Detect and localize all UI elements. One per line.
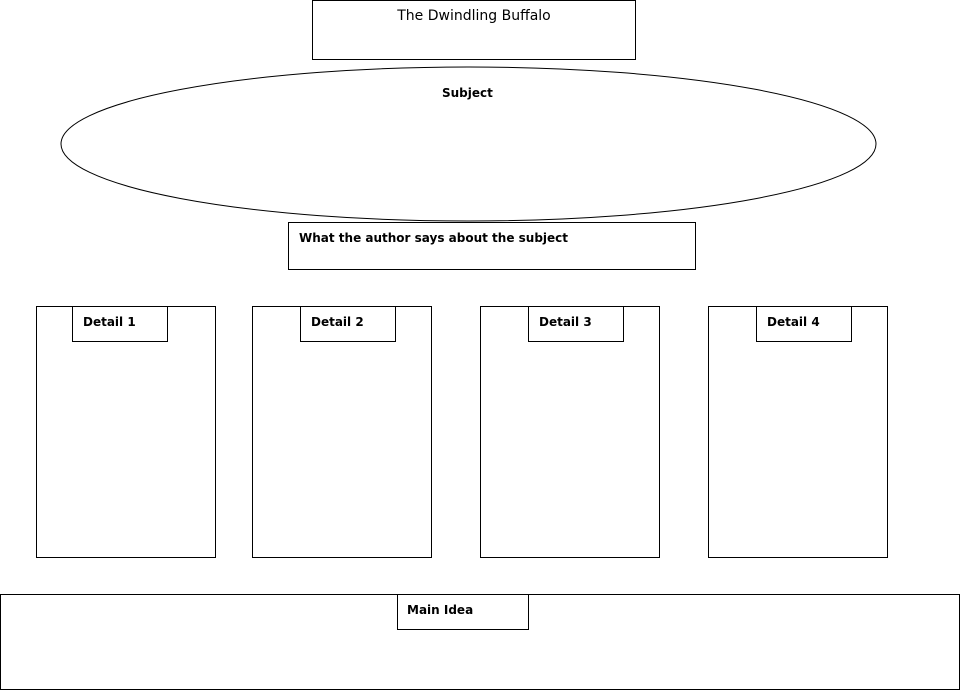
detail-box-2: Detail 2 xyxy=(252,306,432,558)
detail-tab-1: Detail 1 xyxy=(72,306,168,342)
title-box: The Dwindling Buffalo xyxy=(312,0,636,60)
detail-box-1: Detail 1 xyxy=(36,306,216,558)
detail-label-3: Detail 3 xyxy=(539,315,592,329)
detail-tab-3: Detail 3 xyxy=(528,306,624,342)
detail-tab-2: Detail 2 xyxy=(300,306,396,342)
diagram-title: The Dwindling Buffalo xyxy=(397,8,551,24)
main-idea-label: Main Idea xyxy=(407,603,474,617)
author-says-label: What the author says about the subject xyxy=(299,231,569,245)
main-idea-tab: Main Idea xyxy=(397,594,529,630)
detail-tab-4: Detail 4 xyxy=(756,306,852,342)
main-idea-box: Main Idea xyxy=(0,594,960,690)
detail-label-2: Detail 2 xyxy=(311,315,364,329)
subject-label: Subject xyxy=(442,86,493,100)
author-says-box: What the author says about the subject xyxy=(288,222,696,270)
subject-ellipse-shape xyxy=(60,66,877,222)
detail-label-4: Detail 4 xyxy=(767,315,820,329)
detail-label-1: Detail 1 xyxy=(83,315,136,329)
subject-ellipse xyxy=(60,66,877,222)
detail-box-4: Detail 4 xyxy=(708,306,888,558)
detail-box-3: Detail 3 xyxy=(480,306,660,558)
